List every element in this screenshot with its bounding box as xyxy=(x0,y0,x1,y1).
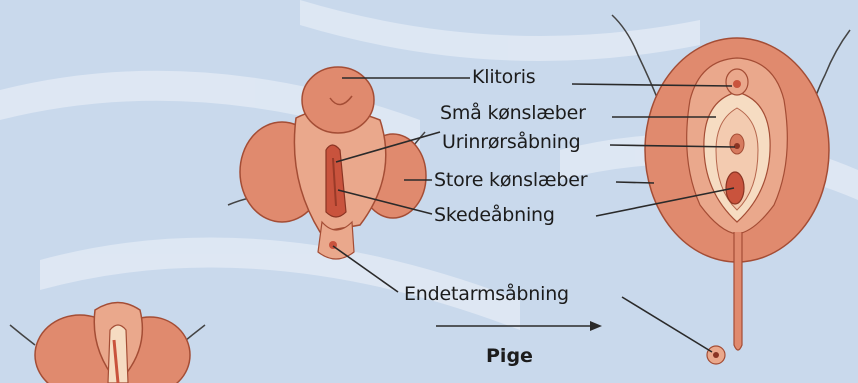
right-genital-figure xyxy=(612,15,850,364)
bottom-left-figure xyxy=(10,303,205,383)
leader-labia-majora-right xyxy=(616,182,654,183)
leader-anus-right xyxy=(622,297,712,352)
label-anal-opening: Endetarmsåbning xyxy=(404,283,569,305)
label-labia-majora: Store kønslæber xyxy=(434,169,587,191)
glans-cap xyxy=(302,67,374,133)
label-vaginal-opening: Skedeåbning xyxy=(434,204,555,226)
label-urethral-opening: Urinrørsåbning xyxy=(442,131,581,153)
caption: Pige xyxy=(486,345,533,367)
label-clitoris: Klitoris xyxy=(472,66,535,88)
label-labia-minora: Små kønslæber xyxy=(440,102,586,124)
